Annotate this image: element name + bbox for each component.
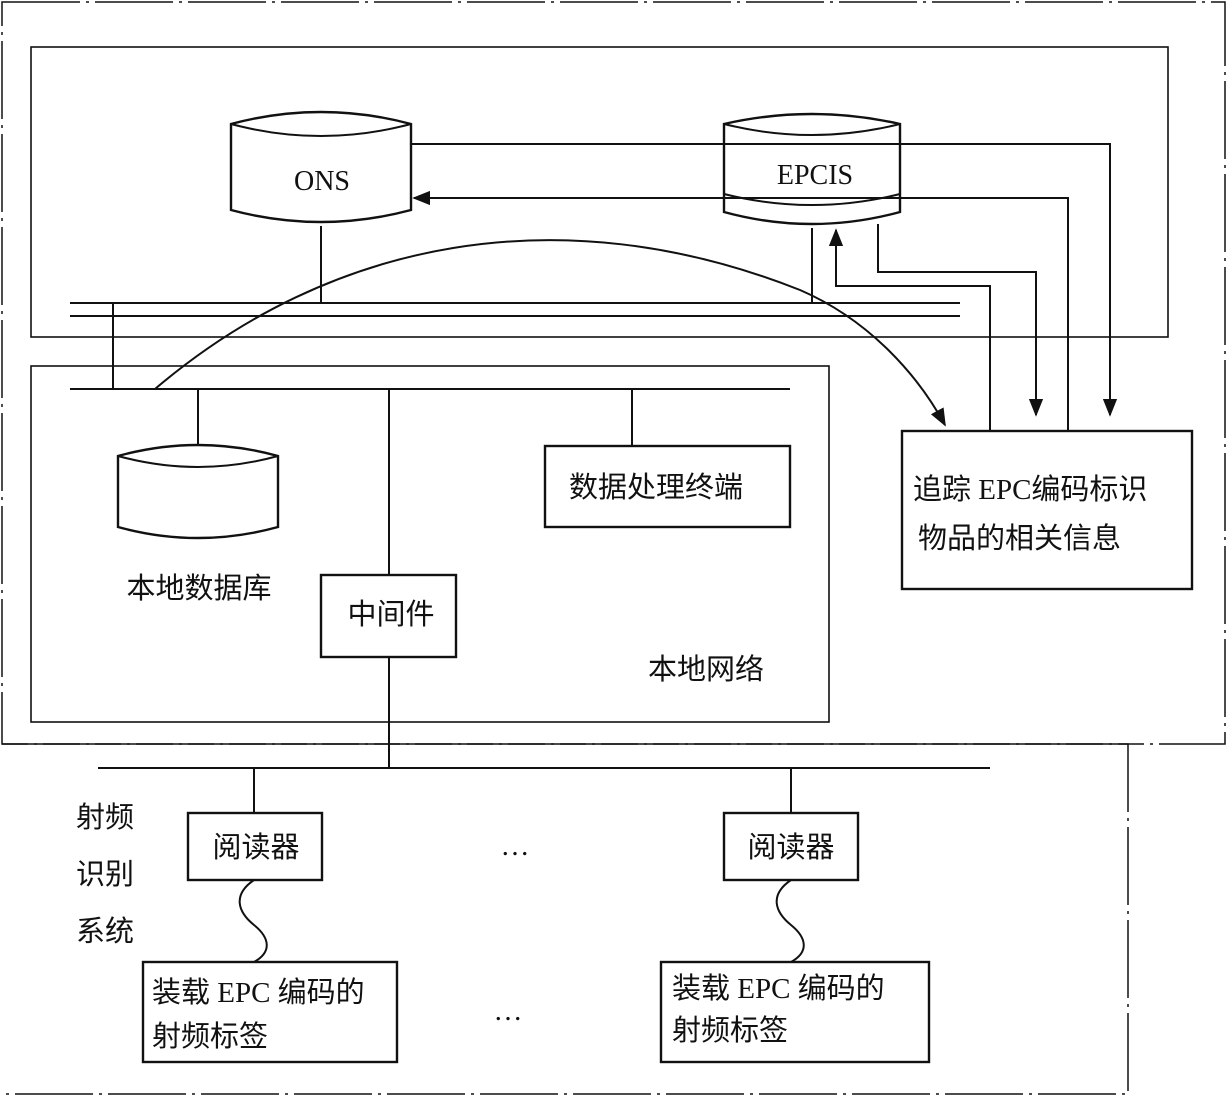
local-database-label: 本地数据库 bbox=[126, 572, 271, 605]
local-database bbox=[116, 443, 280, 540]
epcis-to-tracking-arrow bbox=[877, 224, 1044, 417]
rfid-region-frame bbox=[2, 743, 1129, 1095]
middleware-label: 中间件 bbox=[347, 598, 434, 631]
local-bus bbox=[70, 388, 790, 768]
local-to-tracking-curve bbox=[154, 239, 946, 427]
local-network-box bbox=[30, 365, 830, 723]
rfid-label-line1: 射频 bbox=[76, 801, 134, 834]
rfid-bus bbox=[98, 767, 990, 813]
ellipsis-tags: … bbox=[494, 995, 523, 1027]
internet-region-box bbox=[30, 46, 1169, 338]
ons-label: ONS bbox=[294, 166, 350, 197]
rfid-label-line3: 系统 bbox=[76, 915, 134, 948]
ons-database: ONS bbox=[229, 110, 413, 224]
tracking-label-line1: 追踪 EPC编码标识 bbox=[913, 473, 1147, 506]
local-network-label: 本地网络 bbox=[648, 653, 764, 686]
reader-left-label: 阅读器 bbox=[212, 831, 299, 864]
ellipsis-readers: … bbox=[501, 830, 530, 862]
epcis-label: EPCIS bbox=[777, 160, 853, 191]
tag-right-box: 装载 EPC 编码的 射频标签 bbox=[659, 960, 931, 1064]
tag-right-line2: 射频标签 bbox=[672, 1014, 788, 1047]
wireless-link-left bbox=[238, 879, 268, 963]
tracking-label-line2: 物品的相关信息 bbox=[918, 522, 1121, 555]
wireless-link-right bbox=[775, 879, 805, 963]
tag-left-line1: 装载 EPC 编码的 bbox=[152, 976, 365, 1009]
tag-left-box: 装载 EPC 编码的 射频标签 bbox=[141, 960, 399, 1064]
middleware-box: 中间件 bbox=[319, 573, 458, 659]
epcis-database: EPCIS bbox=[722, 112, 902, 226]
tag-right-line1: 装载 EPC 编码的 bbox=[672, 972, 885, 1005]
internet-bus bbox=[70, 226, 960, 389]
tag-left-line2: 射频标签 bbox=[152, 1020, 268, 1053]
data-terminal-label: 数据处理终端 bbox=[569, 471, 743, 504]
upper-region-frame bbox=[1, 1, 1226, 745]
rfid-label-line2: 识别 bbox=[76, 859, 134, 891]
epcis-to-ons-arrow bbox=[412, 190, 1069, 430]
tracking-info-box: 追踪 EPC编码标识 物品的相关信息 bbox=[900, 429, 1194, 591]
ons-to-tracking-arrow bbox=[411, 143, 1118, 417]
rfid-system-label: 射频 识别 系统 bbox=[76, 801, 134, 948]
reader-right-box: 阅读器 bbox=[722, 811, 860, 882]
reader-left-box: 阅读器 bbox=[186, 811, 324, 882]
data-terminal-box: 数据处理终端 bbox=[543, 444, 792, 529]
tracking-to-epcis-arrow bbox=[828, 228, 991, 430]
reader-right-label: 阅读器 bbox=[747, 831, 834, 864]
